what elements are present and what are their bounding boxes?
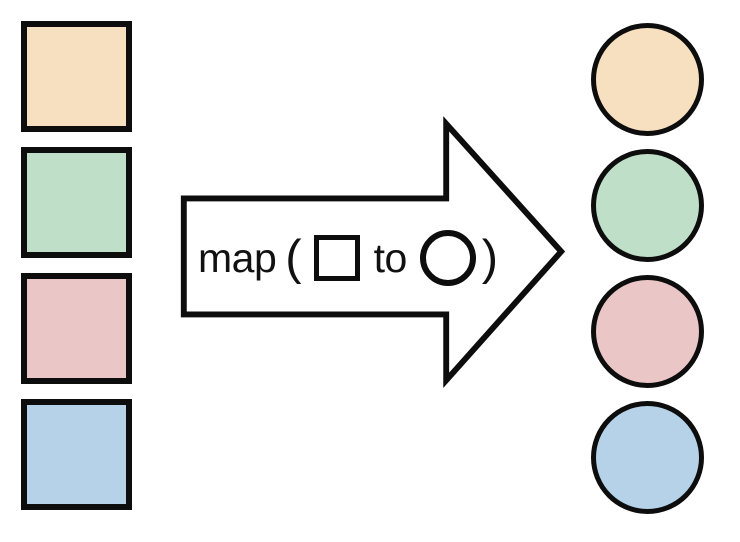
square-blue [21,399,132,510]
arrow-outline [180,116,566,389]
circle-blue [591,401,704,514]
circle-pink [591,275,704,388]
square-glyph-icon [313,235,360,281]
square-pink [21,273,132,384]
circle-green [591,149,704,262]
square-orange [21,21,132,132]
square-green [21,147,132,258]
arrow-label: map ( to ) [198,228,498,288]
arrow-label-prefix: map [198,234,277,281]
map-arrow [180,116,566,389]
circle-glyph-icon [419,230,476,286]
circle-orange [591,23,704,136]
arrow-label-open-paren: ( [285,230,302,285]
arrow-label-close-paren: ) [481,230,499,285]
arrow-label-connector: to [373,234,408,281]
